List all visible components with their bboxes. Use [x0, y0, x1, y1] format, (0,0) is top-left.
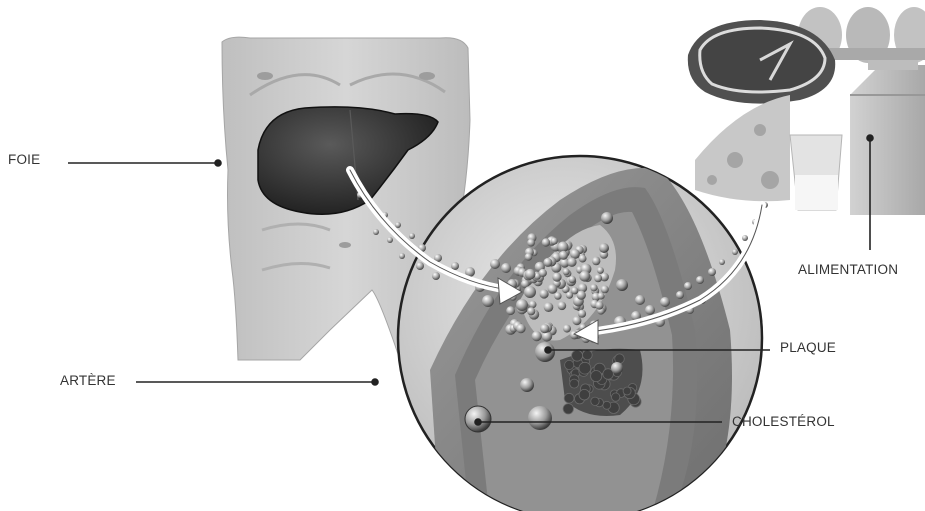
plaque-sphere — [552, 273, 561, 282]
plaque-sphere — [558, 302, 567, 311]
cholesterol-particle — [742, 235, 748, 241]
label-foie: FOIE — [8, 152, 40, 167]
plaque-sphere — [569, 276, 576, 283]
plaque-sphere — [539, 269, 547, 277]
plaque-sphere — [595, 301, 603, 309]
plaque-sphere — [563, 404, 573, 414]
cholesterol-particle — [676, 291, 684, 299]
plaque-sphere — [544, 302, 554, 312]
plaque-sphere — [579, 271, 590, 282]
cholesterol-particle — [451, 262, 459, 270]
cholesterol-particle — [732, 249, 738, 255]
plaque-sphere — [542, 238, 550, 246]
cholesterol-particle — [635, 295, 645, 305]
plaque-sphere — [623, 387, 631, 395]
plaque-sphere — [591, 397, 599, 405]
plaque-sphere — [597, 267, 604, 274]
plaque-sphere — [540, 289, 549, 298]
plaque-sphere — [563, 268, 570, 275]
cholesterol-particle — [432, 272, 440, 280]
cholesterol-particle — [416, 262, 424, 270]
cholesterol-particle — [660, 297, 670, 307]
plaque-sphere — [579, 389, 590, 400]
plaque-sphere — [525, 269, 536, 280]
cholesterol-particle — [482, 295, 494, 307]
plaque-sphere — [543, 258, 552, 267]
plaque-sphere — [558, 242, 569, 253]
plaque-sphere — [570, 249, 580, 259]
plaque-sphere — [603, 401, 611, 409]
plaque-sphere — [516, 324, 525, 333]
cholesterol-particle — [373, 229, 379, 235]
plaque-sphere — [554, 292, 561, 299]
plaque-sphere — [506, 306, 515, 315]
plaque-sphere — [591, 371, 602, 382]
plaque-sphere — [559, 251, 568, 260]
plaque-sphere — [594, 274, 602, 282]
plaque-sphere — [598, 292, 605, 299]
plaque-sphere — [590, 284, 597, 291]
plaque-sphere — [527, 307, 535, 315]
plaque-sphere — [548, 284, 558, 294]
plaque-sphere — [532, 331, 542, 341]
plaque-sphere — [612, 393, 620, 401]
plaque-sphere — [563, 325, 571, 333]
cholesterol-particle — [524, 286, 536, 298]
cholesterol-particle — [399, 253, 405, 259]
plaque-sphere — [578, 310, 586, 318]
food-illustration — [688, 7, 925, 215]
cholesterol-particle — [719, 259, 725, 265]
cholesterol-particle — [387, 237, 393, 243]
plaque-sphere — [592, 257, 600, 265]
plaque-sphere — [551, 238, 558, 245]
cholesterol-particle — [501, 263, 511, 273]
cholesterol-particle — [645, 305, 655, 315]
plaque-sphere — [572, 316, 581, 325]
plaque-sphere — [601, 285, 609, 293]
plaque-sphere — [571, 287, 578, 294]
cholesterol-particle — [516, 299, 528, 311]
plaque-sphere — [529, 301, 537, 309]
plaque-sphere — [582, 350, 592, 360]
cholesterol-particle — [409, 233, 415, 239]
cholesterol-particle — [490, 259, 500, 269]
plaque-sphere — [540, 324, 549, 333]
cholesterol-particle — [684, 282, 692, 290]
plaque-sphere — [615, 354, 625, 364]
label-artere: ARTÈRE — [60, 373, 116, 388]
plaque-sphere — [565, 360, 574, 369]
label-plaque: PLAQUE — [780, 340, 836, 355]
plaque-sphere — [564, 393, 574, 403]
label-cholesterol: CHOLESTÉROL — [732, 414, 835, 429]
plaque-sphere — [572, 350, 583, 361]
plaque-sphere — [567, 258, 576, 267]
plaque-sphere — [570, 379, 579, 388]
plaque-sphere — [525, 253, 533, 261]
plaque-sphere — [527, 239, 535, 247]
plaque-sphere — [579, 255, 587, 263]
cholesterol-particle — [708, 268, 716, 276]
label-alimentation: ALIMENTATION — [798, 262, 898, 277]
cholesterol-particle — [696, 276, 704, 284]
cholesterol-particle — [395, 222, 401, 228]
plaque-sphere — [579, 362, 591, 374]
